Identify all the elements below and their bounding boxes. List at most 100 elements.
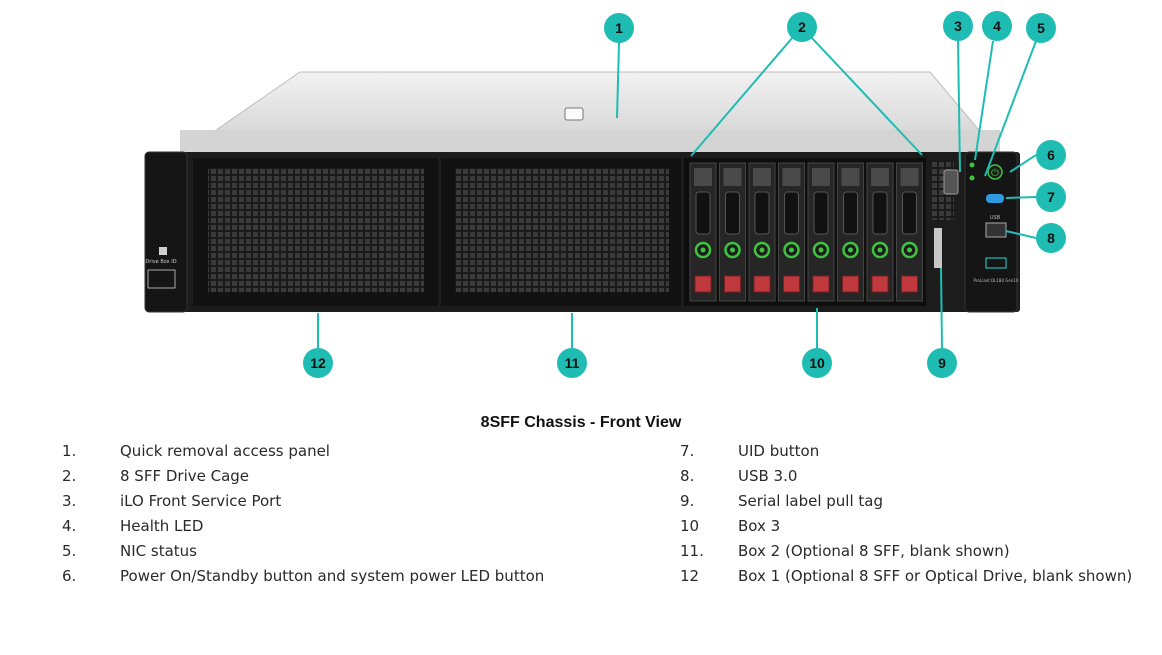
drive-status-led <box>700 247 706 253</box>
box-2-mesh <box>455 168 669 292</box>
drive-bay[interactable] <box>719 162 746 302</box>
drive-release-button <box>783 275 800 293</box>
health-led <box>969 162 975 168</box>
legend-item-number: 3. <box>62 492 77 510</box>
server-front-view-diagram: Drive Box ID ⏻ USB ProLiant DL180 Gen10 … <box>144 11 1066 378</box>
drive-label <box>841 168 860 186</box>
usb-label: USB <box>990 215 1001 221</box>
callout-10-label: 10 <box>809 355 825 371</box>
drive-bay[interactable] <box>866 162 894 302</box>
callout-5-label: 5 <box>1037 20 1045 36</box>
legend-item: 11. Box 2 (Optional 8 SFF, blank shown) <box>680 542 1140 561</box>
legend-item-text: Box 1 (Optional 8 SFF or Optical Drive, … <box>738 567 1133 585</box>
drive-label <box>812 168 830 186</box>
drive-bays <box>689 162 923 302</box>
access-panel-latch <box>564 107 584 121</box>
callout-8-marker <box>1036 223 1066 253</box>
legend-item: 5.NIC status <box>62 542 642 561</box>
legend-item-text: NIC status <box>120 542 197 560</box>
legend-item-number: 9. <box>680 492 695 510</box>
callout-10-marker <box>802 348 832 378</box>
legend-item: 6.Power On/Standby button and system pow… <box>62 567 642 586</box>
legend-item-number: 2. <box>62 467 77 485</box>
drive-handle <box>695 191 711 235</box>
callout-6-label: 6 <box>1047 147 1055 163</box>
hpe-logo <box>985 257 1007 269</box>
drive-bay[interactable] <box>896 162 923 302</box>
callout-11-marker <box>557 348 587 378</box>
legend-item-text: Box 2 (Optional 8 SFF, blank shown) <box>738 542 1010 560</box>
serial-label-pull-tag[interactable] <box>934 228 942 268</box>
drive-release-button <box>753 275 771 293</box>
rack-ear-left <box>144 151 188 313</box>
callout-12-label: 12 <box>310 355 326 371</box>
drive-release-button <box>694 275 712 293</box>
top-panel-front-edge <box>180 130 1000 158</box>
callout-3-marker <box>943 11 973 41</box>
drive-status-led <box>848 247 853 253</box>
drive-handle <box>784 191 799 235</box>
drive-label <box>900 168 919 186</box>
drive-release-button <box>842 275 859 293</box>
legend-item-text: Serial label pull tag <box>738 492 883 510</box>
drive-box-id-label: Drive Box ID <box>145 259 176 265</box>
drive-handle <box>813 191 829 235</box>
drive-bay[interactable] <box>748 162 776 302</box>
legend-item: 1.Quick removal access panel <box>62 442 642 461</box>
legend-item-number: 12 <box>680 567 700 585</box>
drive-bay[interactable] <box>689 162 717 302</box>
callout-2-marker <box>787 12 817 42</box>
legend-item-text: UID button <box>738 442 820 460</box>
drive-release-button <box>901 275 918 293</box>
legend-item: 8.USB 3.0 <box>680 467 1140 486</box>
uid-button[interactable] <box>986 194 1004 203</box>
callout-5-marker <box>1026 13 1056 43</box>
drive-bay[interactable] <box>778 162 805 302</box>
drive-label <box>871 168 889 186</box>
callout-7-label: 7 <box>1047 189 1055 205</box>
drive-status-led <box>730 247 735 253</box>
drive-handle <box>843 191 858 235</box>
drive-status-led <box>789 247 794 253</box>
drive-handle <box>872 191 888 235</box>
box-1-mesh <box>208 168 424 292</box>
drive-release-button <box>812 275 830 293</box>
legend-item: 12 Box 1 (Optional 8 SFF or Optical Drive… <box>680 567 1140 586</box>
drive-box-id-legend <box>147 269 176 289</box>
drive-label <box>694 168 712 186</box>
model-label: ProLiant DL180 Gen10 <box>974 278 1019 283</box>
legend-item-text: iLO Front Service Port <box>120 492 282 510</box>
callout-2-label: 2 <box>798 19 806 35</box>
usb-port[interactable] <box>985 222 1007 238</box>
legend-item-text: 8 SFF Drive Cage <box>120 467 250 485</box>
legend-item-number: 11. <box>680 542 704 560</box>
legend-item-number: 1. <box>62 442 77 460</box>
callout-lines <box>317 36 1037 349</box>
drive-release-button <box>724 275 741 293</box>
drive-status-led <box>907 247 912 253</box>
callout-7-marker <box>1036 182 1066 212</box>
callout-11-label: 11 <box>565 355 580 371</box>
callout-1-label: 1 <box>615 20 623 36</box>
power-button[interactable] <box>987 164 1003 180</box>
drive-status-led <box>818 247 824 253</box>
legend-item-text: Power On/Standby button and system power… <box>120 567 545 585</box>
drive-release-button <box>871 275 889 293</box>
legend-item-text: Box 3 <box>738 517 781 535</box>
legend-item: 2. 8 SFF Drive Cage <box>62 467 642 486</box>
diagram-caption: 8SFF Chassis - Front View <box>480 414 682 431</box>
legend-item-number: 8. <box>680 467 695 485</box>
drive-label <box>753 168 771 186</box>
drive-label <box>782 168 801 186</box>
callout-9-marker <box>927 348 957 378</box>
ilo-service-port[interactable] <box>943 169 959 195</box>
legend-item-number: 4. <box>62 517 77 535</box>
drive-box-id-icon <box>159 247 167 255</box>
drive-bay[interactable] <box>807 162 835 302</box>
drive-status-led <box>759 247 765 253</box>
legend-item: 9. Serial label pull tag <box>680 492 1140 511</box>
legend-item: 3. iLO Front Service Port <box>62 492 642 511</box>
callout-6-marker <box>1036 140 1066 170</box>
legend-item-text: Health LED <box>120 517 204 535</box>
drive-bay[interactable] <box>837 162 864 302</box>
